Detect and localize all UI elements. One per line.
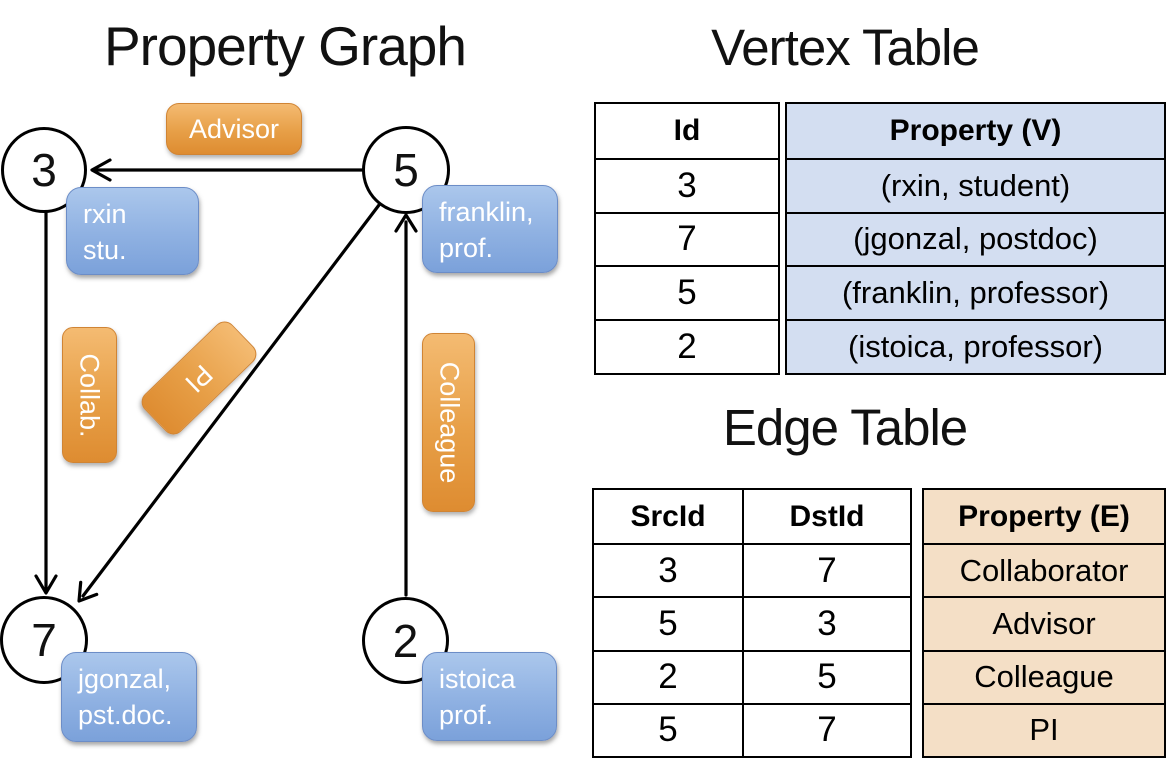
vertex-property-header: Property (V) (787, 104, 1164, 158)
edge-label-advisor: Advisor (166, 103, 302, 155)
edge-dstid-cell: 3 (744, 596, 910, 649)
edge-property-cell: Advisor (924, 596, 1164, 650)
vertex-property-box-rxin: rxin stu. (66, 187, 199, 275)
property-line: stu. (83, 234, 127, 265)
node-id-label: 7 (31, 614, 57, 666)
edge-table-property-column: Property (E) Collaborator Advisor Collea… (922, 488, 1166, 758)
vertex-property-box-franklin: franklin, prof. (422, 185, 558, 273)
edge-dstid-cell: 7 (744, 543, 910, 596)
edge-srcid-cell: 3 (594, 543, 744, 597)
property-line: rxin (83, 199, 127, 229)
vertex-property-box-jgonzal: jgonzal, pst.doc. (61, 652, 197, 742)
edge-dstid-cell: 5 (744, 649, 910, 703)
edge-label-colleague: Colleague (422, 333, 475, 512)
arrowhead-2-to-5 (394, 213, 418, 233)
vertex-table-title: Vertex Table (711, 19, 980, 76)
vertex-property-box-istoica: istoica prof. (422, 652, 557, 741)
graph-edges-svg (34, 158, 418, 603)
vertex-id-header: Id (673, 113, 701, 147)
edge-dstid-header: DstId (789, 499, 865, 533)
property-line: prof. (439, 232, 494, 263)
edge-property-cell: Colleague (924, 649, 1164, 703)
vertex-property-cell: (istoica, professor) (787, 319, 1164, 373)
vertex-property-cell: (franklin, professor) (787, 265, 1164, 320)
property-graph-title: Property Graph (103, 15, 467, 77)
edge-srcid-header: SrcId (594, 490, 744, 544)
property-line: prof. (439, 699, 494, 730)
edge-label-text: Advisor (188, 113, 280, 144)
node-id-label: 2 (392, 614, 419, 667)
vertex-id-cell: 3 (596, 157, 778, 212)
edge-srcid-cell: 2 (594, 649, 744, 703)
arrowhead-5-to-3 (90, 158, 112, 182)
edge-srcid-cell: 5 (594, 596, 744, 650)
edge-srcid-cell: 5 (594, 702, 744, 756)
graph-node-2: 2 (362, 597, 449, 684)
edge-label-collab: Collab. (62, 327, 117, 463)
edge-5-to-7 (81, 203, 381, 598)
edge-table-id-columns: SrcId DstId 3 7 5 3 2 5 5 7 (592, 488, 912, 758)
edge-table-title: Edge Table (722, 399, 968, 456)
edge-label-text: PI (179, 358, 219, 399)
vertex-table-property-column: Property (V) (rxin, student) (jgonzal, p… (785, 102, 1166, 375)
vertex-id-cell: 5 (596, 265, 778, 319)
edge-dstid-cell: 7 (744, 702, 910, 756)
edge-property-header: Property (E) (924, 490, 1164, 544)
arrowhead-5-to-7 (77, 580, 99, 603)
property-line: istoica (439, 664, 516, 694)
vertex-id-cell: 7 (596, 211, 778, 266)
vertex-property-cell: (rxin, student) (787, 157, 1164, 212)
node-id-label: 3 (31, 144, 57, 196)
vertex-id-cell: 2 (596, 319, 778, 373)
vertex-table-id-column: Id 3 7 5 2 (594, 102, 780, 375)
property-line: franklin, (439, 197, 534, 227)
edge-property-cell: Collaborator (924, 543, 1164, 597)
arrowhead-3-to-7 (34, 574, 58, 595)
node-id-label: 5 (393, 144, 419, 196)
edge-label-text: Collab. (75, 352, 106, 438)
property-line: pst.doc. (78, 699, 173, 730)
vertex-property-cell: (jgonzal, postdoc) (787, 211, 1164, 266)
edge-label-text: Colleague (434, 361, 464, 484)
property-line: jgonzal, (78, 664, 172, 694)
edge-property-cell: PI (924, 702, 1164, 756)
